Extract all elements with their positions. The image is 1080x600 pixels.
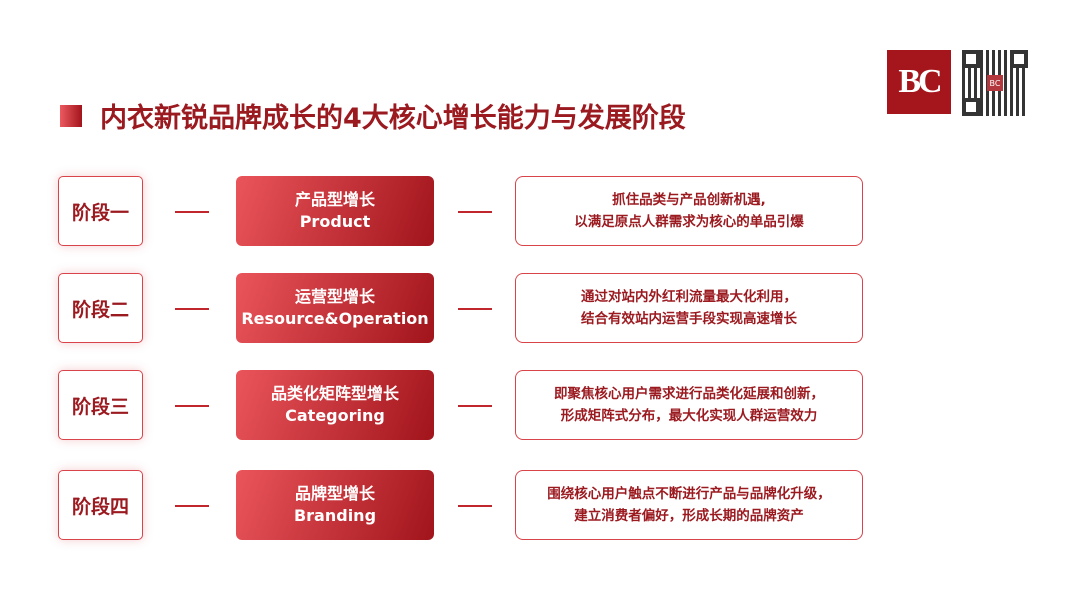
connector-line (175, 308, 209, 310)
desc-line: 即聚焦核心用户需求进行品类化延展和创新， (554, 386, 824, 402)
growth-type-cn: 运营型增长 (294, 287, 375, 306)
stage-row: 阶段三 品类化矩阵型增长 Categoring 即聚焦核心用户需求进行品类化延展和… (0, 370, 1080, 442)
stage-label: 阶段二 (58, 273, 143, 343)
desc-line: 通过对站内外红利流量最大化利用， (581, 289, 797, 305)
desc-line: 建立消费者偏好，形成长期的品牌资产 (574, 508, 804, 524)
logo-text: BC (898, 63, 942, 100)
desc-line: 结合有效站内运营手段实现高速增长 (581, 311, 797, 327)
stage-description: 围绕核心用户触点不断进行产品与品牌化升级， 建立消费者偏好，形成长期的品牌资产 (515, 470, 863, 540)
growth-type: 品牌型增长 Branding (236, 470, 434, 540)
growth-type-en: Categoring (285, 406, 385, 425)
stage-description: 即聚焦核心用户需求进行品类化延展和创新， 形成矩阵式分布，最大化实现人群运营效力 (515, 370, 863, 440)
desc-line: 以满足原点人群需求为核心的单品引爆 (574, 214, 804, 230)
connector-line (458, 308, 492, 310)
title-marker-icon (60, 104, 82, 127)
title-text: 内衣新锐品牌成长的4大核心增长能力与发展阶段 (100, 103, 686, 134)
growth-type-cn: 品类化矩阵型增长 (270, 384, 399, 403)
qr-corner (962, 98, 980, 116)
growth-type-en: Resource&Operation (241, 309, 429, 328)
growth-type-cn: 产品型增长 (294, 190, 375, 209)
desc-line: 围绕核心用户触点不断进行产品与品牌化升级， (547, 486, 831, 502)
qr-corner (1010, 50, 1028, 68)
stage-row: 阶段二 运营型增长 Resource&Operation 通过对站内外红利流量最大… (0, 273, 1080, 345)
qr-code: BC (962, 50, 1028, 116)
desc-line: 形成矩阵式分布，最大化实现人群运营效力 (560, 408, 818, 424)
brand-logo: BC (887, 50, 951, 114)
connector-line (175, 405, 209, 407)
stage-row: 阶段四 品牌型增长 Branding 围绕核心用户触点不断进行产品与品牌化升级， 建… (0, 470, 1080, 542)
stage-row: 阶段一 产品型增长 Product 抓住品类与产品创新机遇, 以满足原点人群需求为核… (0, 176, 1080, 248)
connector-line (458, 405, 492, 407)
growth-type: 产品型增长 Product (236, 176, 434, 246)
stage-label: 阶段四 (58, 470, 143, 540)
qr-logo: BC (987, 75, 1003, 91)
qr-corner (962, 50, 980, 68)
growth-type-en: Branding (293, 506, 377, 525)
connector-line (458, 211, 492, 213)
growth-type: 品类化矩阵型增长 Categoring (236, 370, 434, 440)
stage-label: 阶段一 (58, 176, 143, 246)
stage-description: 抓住品类与产品创新机遇, 以满足原点人群需求为核心的单品引爆 (515, 176, 863, 246)
connector-line (175, 505, 209, 507)
growth-type-cn: 品牌型增长 (294, 484, 375, 503)
page-title: 内衣新锐品牌成长的4大核心增长能力与发展阶段 (60, 96, 686, 135)
desc-line: 抓住品类与产品创新机遇, (612, 192, 766, 208)
stage-description: 通过对站内外红利流量最大化利用， 结合有效站内运营手段实现高速增长 (515, 273, 863, 343)
stage-label: 阶段三 (58, 370, 143, 440)
connector-line (458, 505, 492, 507)
growth-type-en: Product (299, 212, 371, 231)
connector-line (175, 211, 209, 213)
growth-type: 运营型增长 Resource&Operation (236, 273, 434, 343)
